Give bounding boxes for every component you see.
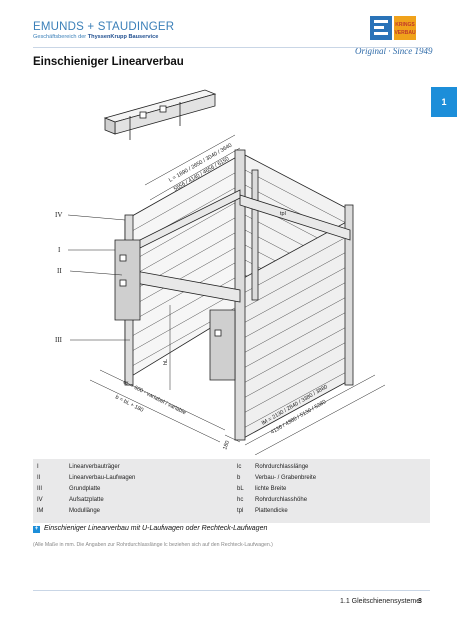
legend-text: Linearverbauträger	[69, 464, 120, 470]
badge-bottom: VERBAU	[394, 30, 416, 36]
subtitle-prefix: Geschäftsbereich der	[33, 34, 88, 40]
company-name: EMUNDS + STAUDINGER	[33, 21, 175, 33]
footer-divider	[33, 590, 430, 591]
legend-code: lc	[237, 464, 242, 470]
legend-code: III	[37, 486, 43, 492]
carriage	[114, 239, 236, 381]
figure-note: (Alle Maße in mm. Die Angaben zur Rohrdu…	[33, 542, 273, 548]
tagline: Original · Since 1949	[355, 46, 433, 56]
label-iv: IV	[55, 211, 62, 219]
legend-text: Linearverbau-Laufwagen	[69, 475, 136, 481]
legend-text: Modullänge	[69, 508, 101, 514]
krings-logo-icon	[394, 16, 416, 40]
legend-code: b	[237, 475, 241, 481]
legend-text: Plattendicke	[255, 508, 288, 514]
top-beam-exploded	[103, 89, 217, 140]
legend-code: I	[37, 464, 39, 470]
struts	[129, 189, 351, 303]
dim-left-2: b = bL + 180	[114, 394, 144, 413]
legend-box: I Linearverbauträger II Linearverbau-Lau…	[33, 459, 430, 523]
technical-drawing: L = 1890 / 2650 / 3040 / 3640 5656 / 414…	[55, 89, 386, 455]
legend-text: Rohrdurchlasslänge	[255, 464, 309, 470]
footer-section: 1.1 Gleitschienensysteme	[340, 598, 421, 605]
label-i: I	[58, 246, 61, 254]
legend-code: hc	[237, 497, 244, 503]
page-title: Einschieniger Linearverbau	[33, 56, 184, 68]
legend-code: II	[37, 475, 41, 481]
legend-text: Verbau- / Grabenbreite	[255, 475, 317, 481]
subtitle-brand: ThyssenKrupp Bauservice	[87, 34, 159, 40]
company-subtitle: Geschäftsbereich der ThyssenKrupp Bauser…	[33, 34, 158, 40]
label-iii: III	[55, 336, 63, 344]
plus-icon[interactable]: +	[33, 526, 40, 533]
dim-plate: tpl	[280, 211, 286, 217]
legend-code: lM	[37, 508, 44, 514]
badge-top: KRINGS	[395, 22, 415, 28]
figure-caption: Einschieniger Linearverbau mit U-Laufwag…	[44, 525, 268, 532]
legend-text: lichte Breite	[255, 486, 287, 492]
dim-height: hL	[163, 359, 169, 365]
legend-code: IV	[37, 497, 43, 503]
dim-small: 180	[222, 440, 231, 451]
brand-logo: KRINGS VERBAU	[370, 16, 416, 40]
legend-text: Grundplatte	[69, 486, 101, 492]
legend-code: bL	[237, 486, 244, 492]
label-ii: II	[57, 267, 62, 275]
header-divider	[33, 47, 430, 48]
page-number: 3	[418, 598, 422, 605]
chapter-tab[interactable]: 1	[431, 87, 457, 117]
legend-code: tpl	[237, 508, 244, 514]
legend-text: Aufsatzplatte	[69, 497, 104, 503]
legend-text: Rohrdurchlasshöhe	[255, 497, 308, 503]
